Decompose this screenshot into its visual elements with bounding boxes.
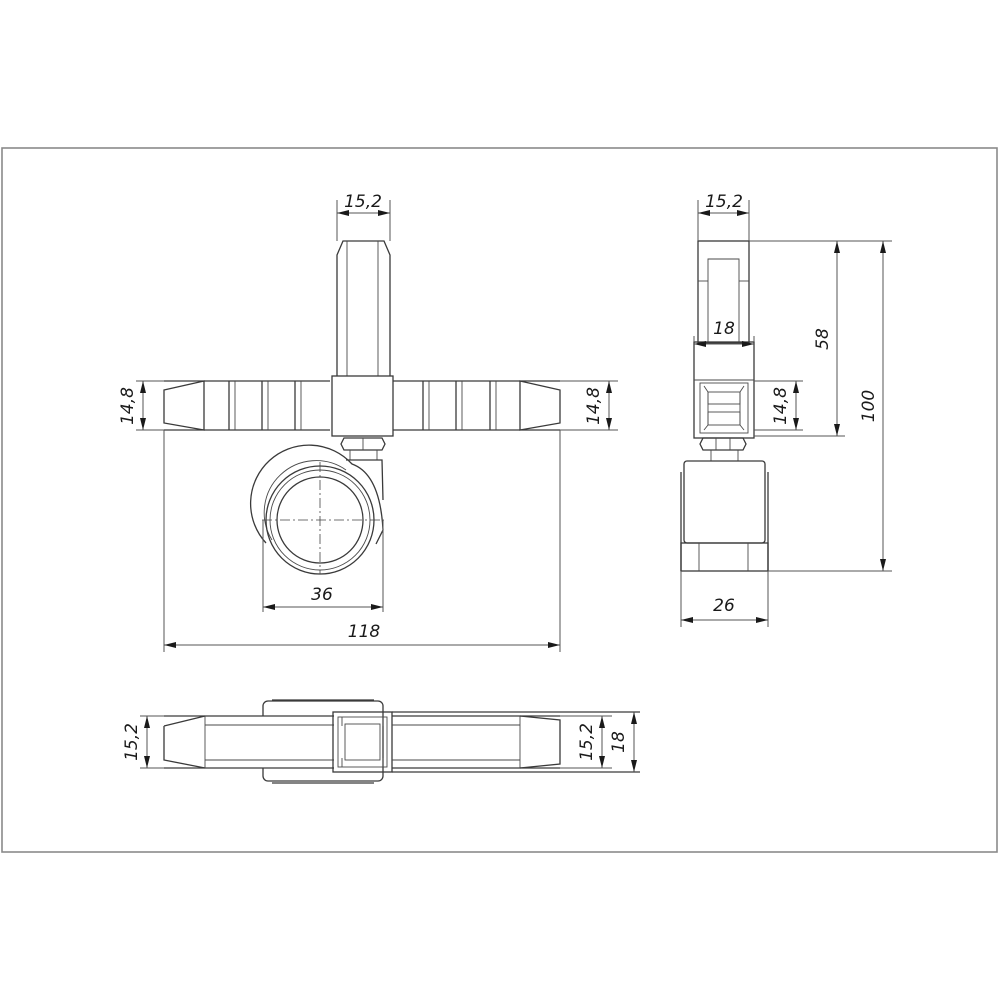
dim-label: 18 <box>713 319 735 339</box>
front-stem <box>336 240 391 376</box>
front-tube-right <box>393 380 561 431</box>
dim-label: 14,8 <box>771 387 791 425</box>
dim-side-tube-height: 14,8 <box>754 380 803 431</box>
side-nut <box>699 437 747 461</box>
top-view: 15,2 15,2 18 <box>122 699 640 784</box>
dim-front-tube-height-left: 14,8 <box>118 380 164 431</box>
dim-label: 18 <box>609 731 629 753</box>
top-tube-left <box>163 715 334 769</box>
dim-side-stem-width: 15,2 <box>697 192 750 241</box>
dim-front-wheel-diameter: 36 <box>262 520 384 612</box>
dim-top-tube-width-right: 15,2 <box>560 715 612 769</box>
dim-label: 26 <box>713 596 735 616</box>
dim-label: 15,2 <box>122 723 142 761</box>
dim-front-tube-height-right: 14,8 <box>560 380 618 431</box>
drawing-frame <box>1 147 998 853</box>
side-wheel <box>680 460 769 572</box>
side-connector <box>693 341 755 439</box>
front-wheel <box>249 444 384 575</box>
dim-front-stem-width: 15,2 <box>336 192 391 241</box>
dim-label: 15,2 <box>705 192 743 212</box>
dim-label: 100 <box>859 390 879 422</box>
dim-label: 36 <box>311 585 333 605</box>
front-tube-left <box>163 380 330 431</box>
dim-label: 15,2 <box>577 723 597 761</box>
dim-label: 14,8 <box>118 387 138 425</box>
top-connector <box>332 711 393 773</box>
dim-top-tube-width-left: 15,2 <box>122 715 164 769</box>
dim-label: 118 <box>348 622 381 642</box>
dim-front-overall-length: 118 <box>163 430 561 652</box>
top-tube-right <box>392 711 640 773</box>
dim-top-connector-width: 18 <box>609 712 637 772</box>
dim-side-wheel-width: 26 <box>680 571 769 627</box>
dim-label: 15,2 <box>344 192 382 212</box>
dim-side-overall-height: 100 <box>768 241 892 572</box>
front-connector-block <box>331 375 394 437</box>
dim-side-connector-width: 18 <box>693 319 755 347</box>
side-view: 15,2 18 14,8 58 100 <box>680 192 892 627</box>
dim-label: 58 <box>813 328 833 350</box>
front-nut <box>340 437 386 460</box>
front-view: 15,2 14,8 14,8 36 118 <box>118 192 618 652</box>
dim-side-top-to-connector: 58 <box>749 240 892 437</box>
dim-label: 14,8 <box>584 387 604 425</box>
